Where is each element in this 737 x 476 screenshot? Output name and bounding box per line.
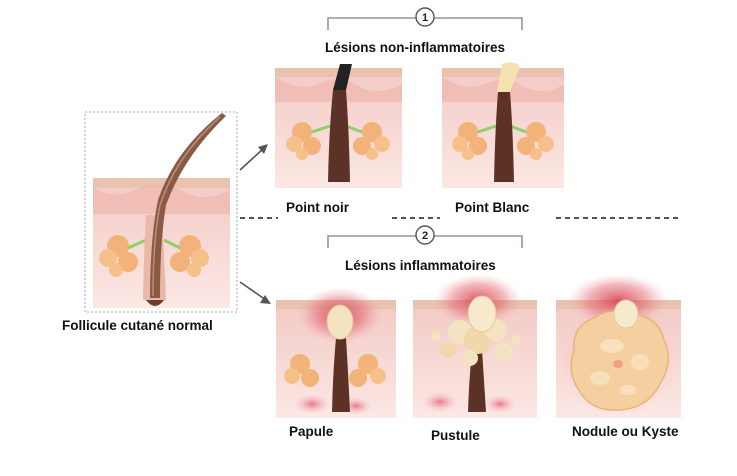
section-1-title: Lésions non-inflammatoires [325,40,506,55]
papule-bump-icon [326,304,354,340]
label-papule: Papule [289,424,334,439]
gland-right-icon [517,122,554,160]
sebaceous-gland-right-icon [170,235,209,277]
panel-blackhead [275,64,402,188]
arrow-to-inflammatory [239,281,271,304]
panel-normal-follicle [84,111,238,313]
section-2-number: 2 [422,230,428,242]
hair-shaft [150,113,226,298]
gland-left-icon [284,354,319,387]
gland-left-icon [452,122,487,160]
label-nodule: Nodule ou Kyste [572,424,679,439]
gland-left-icon [286,122,321,160]
gland-right-icon [349,354,386,387]
blackhead-plug-icon [333,64,352,90]
label-pustule: Pustule [431,428,480,443]
label-normal-follicle: Follicule cutané normal [62,318,213,333]
panel-papule [276,287,396,418]
whitehead-plug-icon [497,62,520,92]
panel-whitehead [442,62,564,188]
pus-cluster-icon [431,295,521,366]
panel-pustule [413,274,537,418]
label-blackhead: Point noir [286,200,349,215]
section-1-number: 1 [422,12,428,24]
sebaceous-gland-left-icon [99,235,138,277]
section-2-title: Lésions inflammatoires [345,258,496,273]
arrow-to-non-inflammatory [239,144,268,171]
section-2-bracket: 2 [327,225,523,248]
section-1-bracket: 1 [327,7,523,30]
gland-right-icon [353,122,390,160]
panel-nodule [554,274,682,418]
label-whitehead: Point Blanc [455,200,530,215]
